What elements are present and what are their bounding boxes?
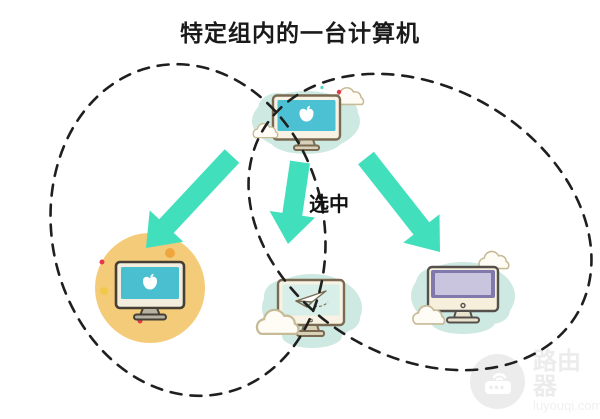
monitor-base	[446, 316, 480, 324]
red-dot	[99, 259, 105, 265]
monitor-base	[296, 330, 325, 337]
power-dot	[460, 302, 466, 309]
left-computer-icon	[95, 233, 205, 343]
group-ellipse-right	[247, 72, 593, 372]
middle-computer-icon	[255, 274, 362, 348]
monitor-base	[133, 313, 167, 321]
right-computer-icon	[411, 250, 515, 334]
selected-label: 选中	[309, 194, 349, 216]
yellow-dot	[100, 287, 108, 295]
watermark-domain: luyouqi.com	[533, 398, 600, 414]
diagram-title: 特定组内的一台计算机	[180, 20, 420, 46]
router-icon-glyph	[484, 373, 511, 394]
monitor-base	[293, 144, 320, 151]
group-ellipse-left	[49, 62, 327, 398]
watermark-brand: 路由器	[533, 348, 581, 401]
red-dot	[336, 89, 342, 95]
orange-dot	[165, 248, 175, 258]
source-computer-icon	[252, 85, 365, 154]
teal-dot	[320, 85, 324, 90]
monitor-screen	[435, 273, 491, 295]
arrow-to-left-computer	[146, 149, 240, 248]
arrow-to-right-computer	[358, 151, 440, 252]
arrow-to-middle-computer	[269, 160, 315, 244]
